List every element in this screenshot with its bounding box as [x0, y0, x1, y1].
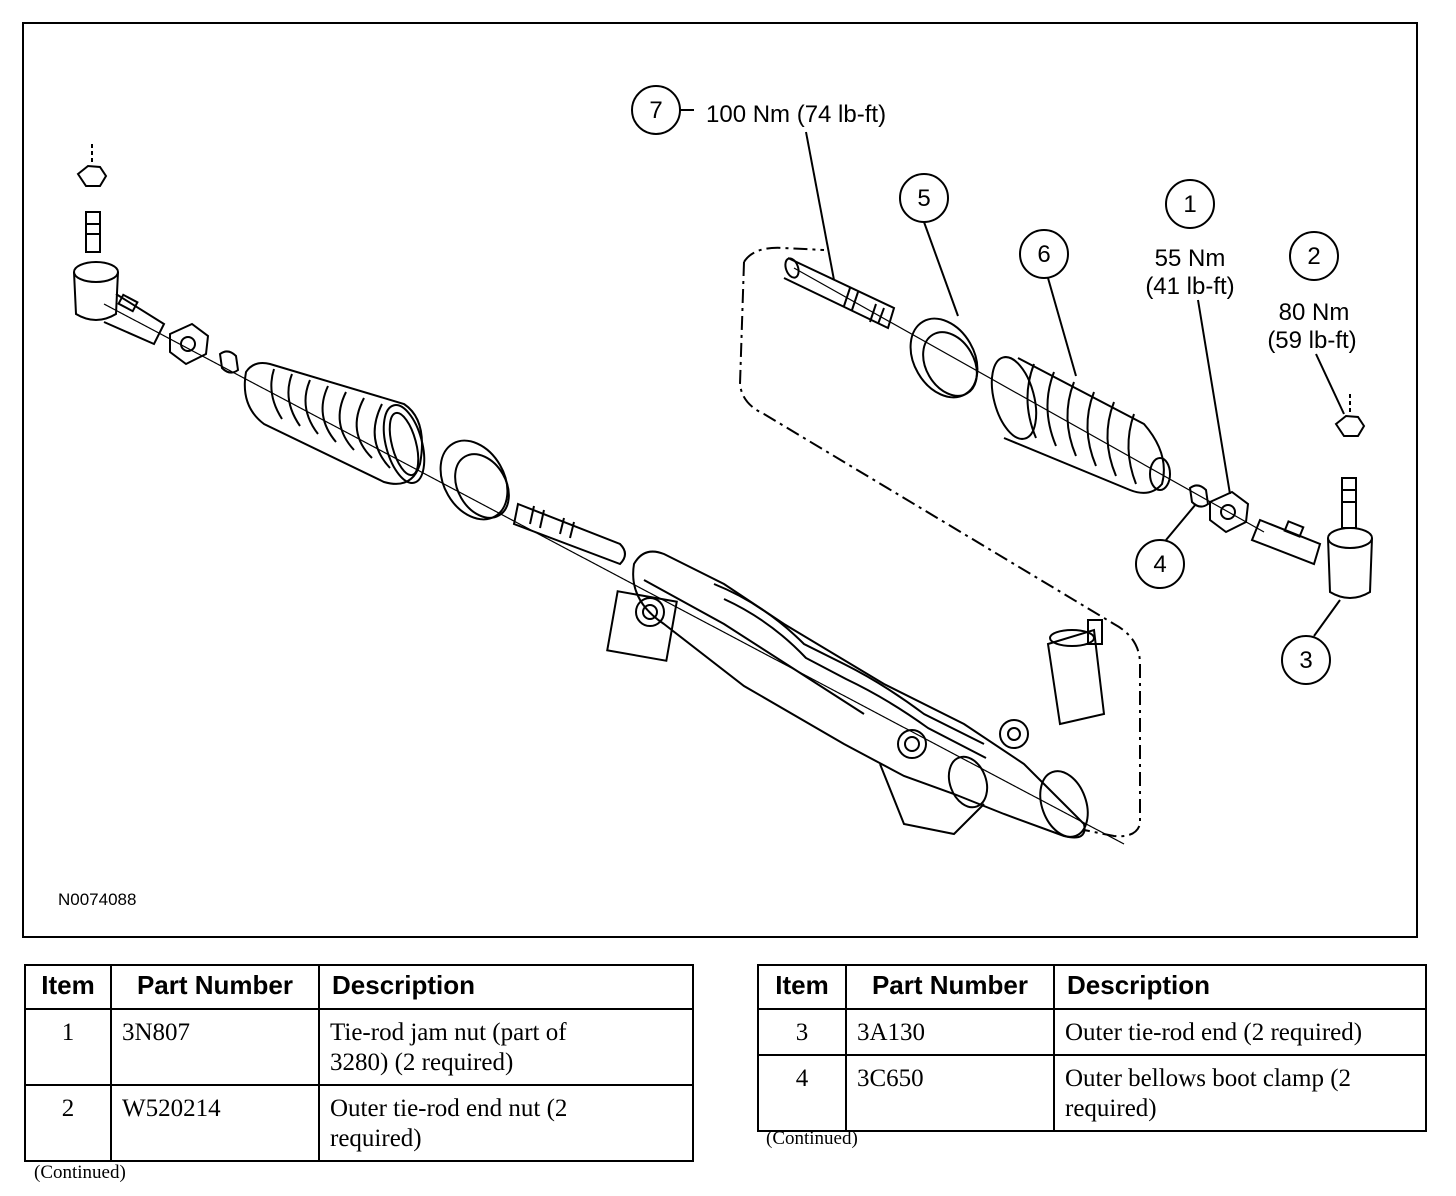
callout-1-number: 1	[1183, 191, 1196, 218]
right-inner-tie-rod	[783, 257, 896, 330]
right-outer-tie-rod-end	[1250, 394, 1373, 599]
table-row: 2 W520214 Outer tie-rod end nut (2 requi…	[24, 1084, 694, 1162]
callout-2-torque-nm: 80 Nm	[1279, 299, 1350, 326]
desc-line: Outer tie-rod end (2 required)	[1065, 1019, 1363, 1046]
desc-line: Outer bellows boot clamp (2	[1065, 1065, 1352, 1092]
callout-5	[899, 173, 959, 317]
exploded-diagram-frame: 7 100 Nm (74 lb-ft) 5 6 1 55 Nm (41 lb-f…	[22, 22, 1418, 938]
callout-2-number: 2	[1307, 243, 1320, 270]
row-item: 4	[757, 1054, 847, 1132]
continued-note-right: (Continued)	[766, 1128, 858, 1149]
row-part-number: 3C650	[845, 1054, 1055, 1132]
callout-7	[631, 85, 835, 281]
header-part-number: Part Number	[845, 964, 1055, 1010]
desc-line: 3280) (2 required)	[330, 1049, 514, 1076]
callout-4	[1135, 503, 1197, 589]
callout-4-number: 4	[1153, 551, 1166, 578]
callout-1	[1165, 179, 1231, 495]
continued-note-left: (Continued)	[34, 1162, 126, 1183]
callout-3-number: 3	[1299, 647, 1312, 674]
right-bellows-boot	[990, 356, 1171, 494]
callout-5-number: 5	[917, 185, 930, 212]
row-description: Tie-rod jam nut (part of 3280) (2 requir…	[318, 1008, 694, 1086]
callout-6-number: 6	[1037, 241, 1050, 268]
table-row: 1 3N807 Tie-rod jam nut (part of 3280) (…	[24, 1008, 694, 1086]
row-part-number: 3A130	[845, 1008, 1055, 1056]
row-item: 1	[24, 1008, 112, 1086]
assembly-group-outline	[738, 246, 1141, 838]
callout-7-number: 7	[649, 97, 662, 124]
row-item: 2	[24, 1084, 112, 1162]
header-item: Item	[757, 964, 847, 1010]
table-header-row: Item Part Number Description	[24, 964, 694, 1010]
callout-6	[1019, 229, 1077, 377]
left-boot-clamp	[218, 350, 240, 374]
row-part-number: 3N807	[110, 1008, 320, 1086]
left-assembly-axis	[103, 303, 1125, 845]
right-inner-boot-clamp	[909, 317, 979, 399]
left-jam-nut	[169, 322, 210, 366]
callout-1-torque-lbft: (41 lb-ft)	[1145, 273, 1234, 300]
header-part-number: Part Number	[110, 964, 320, 1010]
left-outer-tie-rod-end	[73, 144, 166, 346]
header-item: Item	[24, 964, 112, 1010]
left-bellows-boot	[243, 362, 426, 485]
callout-7-torque: 100 Nm (74 lb-ft)	[706, 101, 886, 128]
header-description: Description	[1053, 964, 1427, 1010]
row-part-number: W520214	[110, 1084, 320, 1162]
desc-line: required)	[330, 1125, 422, 1152]
desc-line: required)	[1065, 1095, 1157, 1122]
left-inner-tie-rod	[512, 502, 626, 566]
row-description: Outer tie-rod end (2 required)	[1053, 1008, 1427, 1056]
row-item: 3	[757, 1008, 847, 1056]
row-description: Outer tie-rod end nut (2 required)	[318, 1084, 694, 1162]
steering-gear-housing	[606, 550, 1106, 839]
parts-table-right: Item Part Number Description 3 3A130 Out…	[757, 964, 1427, 1132]
desc-line: Tie-rod jam nut (part of	[330, 1019, 567, 1046]
callout-2	[1289, 231, 1345, 415]
callout-1-torque-nm: 55 Nm	[1155, 245, 1226, 272]
table-row: 4 3C650 Outer bellows boot clamp (2 requ…	[757, 1054, 1427, 1132]
callout-3	[1281, 599, 1341, 685]
row-description: Outer bellows boot clamp (2 required)	[1053, 1054, 1427, 1132]
steering-gear-exploded-view: 7 100 Nm (74 lb-ft) 5 6 1 55 Nm (41 lb-f…	[73, 85, 1373, 845]
callout-2-torque-lbft: (59 lb-ft)	[1267, 327, 1356, 354]
right-jam-nut	[1209, 490, 1250, 534]
desc-line: Outer tie-rod end nut (2	[330, 1095, 568, 1122]
table-header-row: Item Part Number Description	[757, 964, 1427, 1010]
table-row: 3 3A130 Outer tie-rod end (2 required)	[757, 1008, 1427, 1056]
figure-id: N0074088	[58, 890, 137, 909]
parts-table-left: Item Part Number Description 1 3N807 Tie…	[24, 964, 694, 1162]
left-inner-boot-clamp	[439, 439, 510, 521]
header-description: Description	[318, 964, 694, 1010]
